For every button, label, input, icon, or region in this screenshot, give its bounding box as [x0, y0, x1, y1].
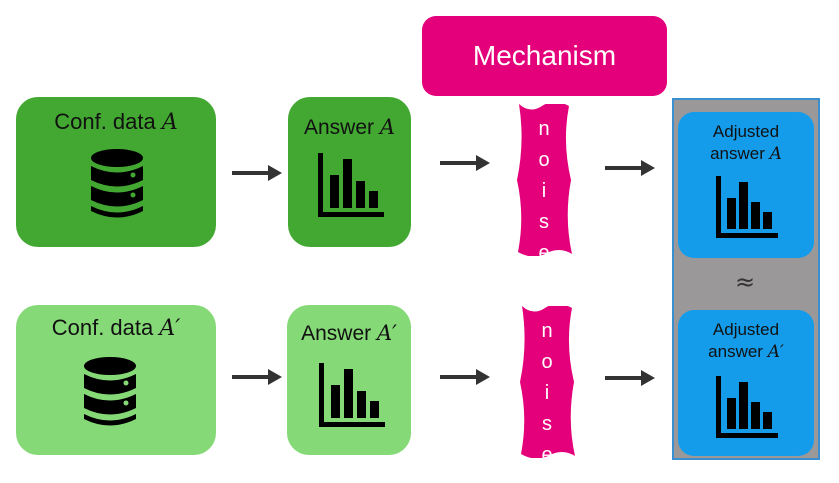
arrow-right-icon — [605, 160, 655, 176]
arrow-right-icon — [232, 165, 282, 181]
noise-wave-shape — [520, 306, 575, 458]
database-icon — [84, 357, 136, 426]
adjusted-answer-b-label: Adjusted answer A′ — [708, 320, 784, 362]
bar-chart-icon — [318, 153, 384, 217]
arrow-right-icon — [232, 369, 282, 385]
bar-chart-icon — [716, 376, 778, 438]
arrow-right-icon — [440, 155, 490, 171]
conf-data-a-label: Conf. data A — [54, 109, 178, 135]
database-icon — [91, 149, 143, 218]
arrow-right-icon — [605, 370, 655, 386]
adjusted-answer-b-box: Adjusted answer A′ — [678, 310, 814, 456]
noise-wave-shape — [517, 104, 572, 256]
answer-a-label: Answer A — [303, 115, 396, 139]
adjusted-answer-a-box: Adjusted answer A — [678, 112, 814, 258]
answer-b-box: Answer A′ — [287, 305, 411, 455]
mechanism-title: Mechanism — [422, 16, 667, 96]
conf-data-b-box: Conf. data A′ — [16, 305, 216, 455]
bar-chart-icon — [716, 176, 778, 238]
adjusted-answer-a-label: Adjusted answer A — [710, 122, 782, 164]
conf-data-b-label: Conf. data A′ — [51, 315, 181, 341]
bar-chart-icon — [319, 363, 385, 427]
answer-b-label: Answer A′ — [301, 321, 397, 345]
approx-symbol: ≈ — [735, 268, 756, 296]
arrow-right-icon — [440, 369, 490, 385]
answer-a-box: Answer A — [288, 97, 411, 247]
conf-data-a-box: Conf. data A — [16, 97, 216, 247]
